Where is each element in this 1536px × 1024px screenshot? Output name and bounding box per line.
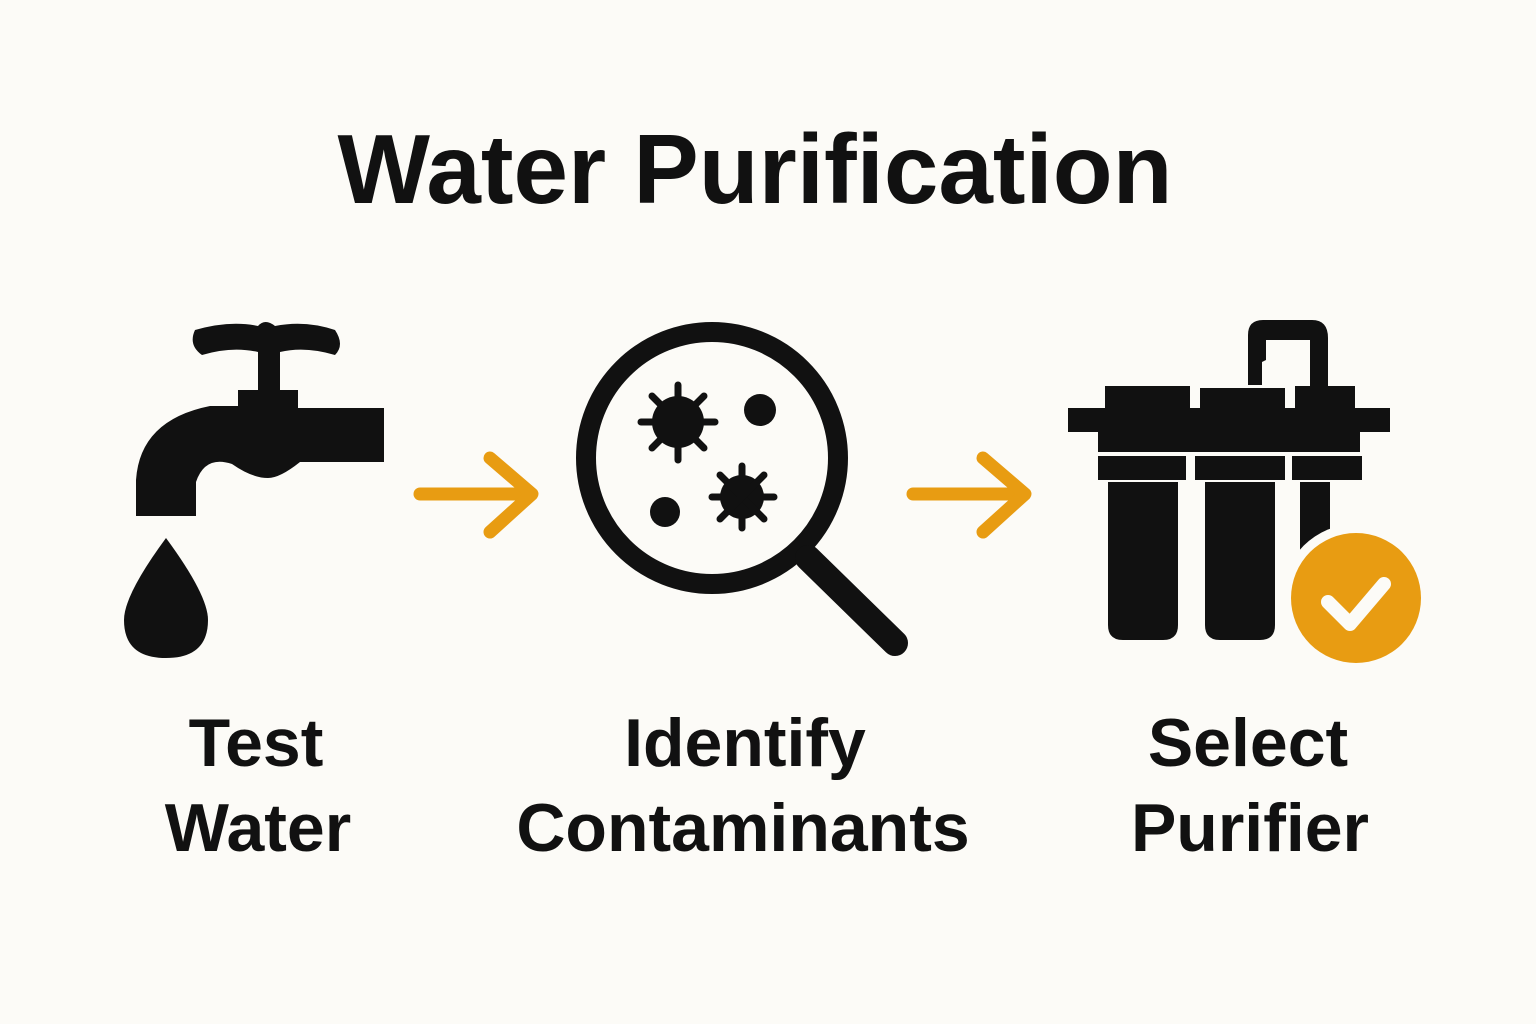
arrow-right-icon — [906, 451, 1032, 539]
faucet-with-drop-icon — [124, 322, 384, 658]
step-2-label-line2: Contaminants — [516, 790, 969, 866]
germ-icon — [637, 381, 778, 532]
page-title: Water Purification — [338, 114, 1173, 224]
step-1-label-line1: Test — [189, 705, 324, 781]
step-3-label-line1: Select — [1148, 705, 1348, 781]
step-2-label-line1: Identify — [624, 705, 866, 781]
magnifier-with-germs-icon — [576, 322, 908, 656]
arrow-right-icon — [413, 451, 539, 539]
water-filter-with-check-icon — [1068, 320, 1430, 672]
step-1-label-line2: Water — [165, 790, 351, 866]
step-3-label-line2: Purifier — [1131, 790, 1369, 866]
